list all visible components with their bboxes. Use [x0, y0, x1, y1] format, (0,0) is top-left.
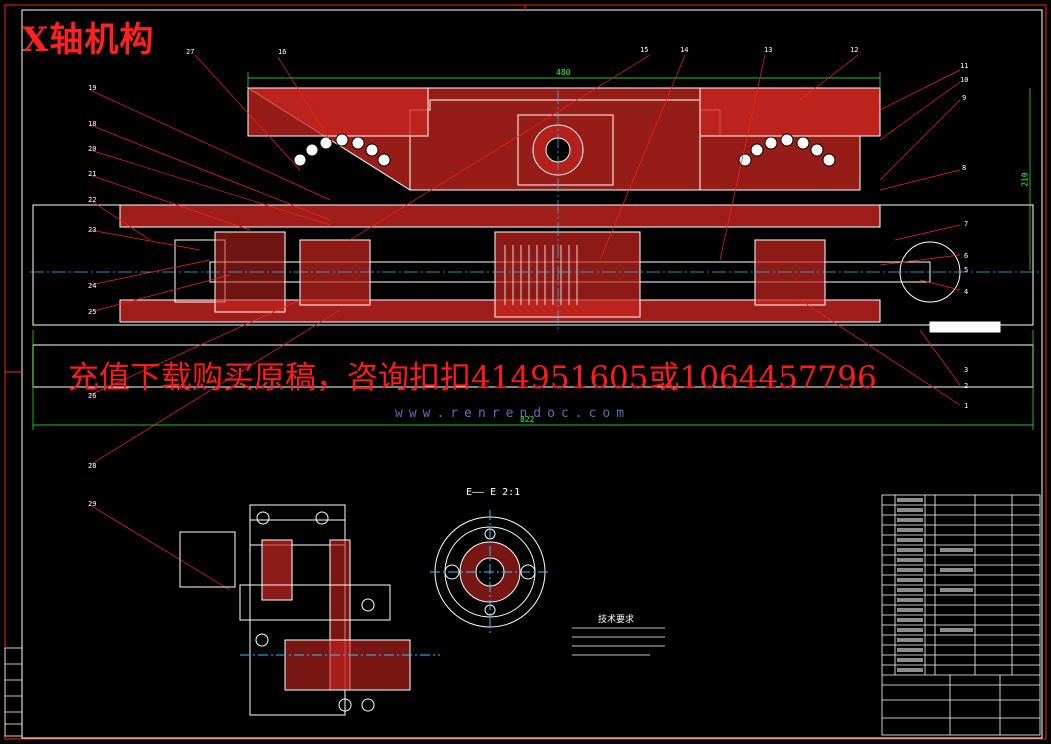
dim-height: 210 [1020, 172, 1030, 187]
callout-25: 25 [88, 308, 97, 316]
callout-2: 2 [964, 382, 969, 390]
callout-4: 4 [964, 288, 969, 296]
callout-19: 19 [88, 84, 97, 92]
gearbox-view [179, 504, 440, 716]
callout-5: 5 [964, 266, 969, 274]
callout-24: 24 [88, 282, 97, 290]
callout-10: 10 [960, 76, 969, 84]
callout-11: 11 [960, 62, 969, 70]
tech-requirements-title: 技术要求 [598, 615, 635, 625]
callout-7: 7 [964, 220, 969, 228]
ball-bearing-right [738, 133, 836, 167]
dim-bottom-width: 822 [520, 415, 535, 424]
callout-27: 27 [186, 48, 195, 56]
watermark-url: www.renrendoc.com [395, 406, 631, 421]
callout-28: 28 [88, 462, 97, 470]
callout-22: 22 [88, 196, 97, 204]
callout-1: 1 [964, 402, 969, 410]
lead-screw [174, 231, 1001, 333]
dim-top-width: 480 [556, 68, 571, 77]
callout-12: 12 [850, 46, 859, 54]
ball-bearing-left [293, 133, 391, 167]
callout-21: 21 [88, 170, 97, 178]
tech-requirements-lines [572, 627, 665, 656]
callout-20: 20 [88, 145, 97, 153]
callout-13: 13 [764, 46, 773, 54]
leader-lines [89, 54, 961, 591]
left-margin-table [4, 647, 23, 737]
callout-18: 18 [88, 120, 97, 128]
inner-frame [21, 9, 1043, 739]
drawing-title: X轴机构 [22, 20, 155, 60]
dimension-lines [32, 72, 1034, 430]
callout-14: 14 [680, 46, 689, 54]
main-housing [246, 87, 881, 191]
watermark-text: 充值下载购买原稿，咨询扣扣414951605或1064457796 [68, 360, 877, 396]
callout-29: 29 [88, 500, 97, 508]
callout-23: 23 [88, 226, 97, 234]
callout-16: 16 [278, 48, 287, 56]
callout-6: 6 [964, 252, 969, 260]
callout-9: 9 [962, 94, 967, 102]
callout-8: 8 [962, 164, 967, 172]
callout-3: 3 [964, 366, 969, 374]
section-view-e [430, 510, 550, 635]
callout-26: 26 [88, 392, 97, 400]
section-label: E—— E 2:1 [466, 487, 521, 498]
callout-15: 15 [640, 46, 649, 54]
parts-list-fills [897, 498, 973, 672]
parts-list [881, 494, 1041, 736]
